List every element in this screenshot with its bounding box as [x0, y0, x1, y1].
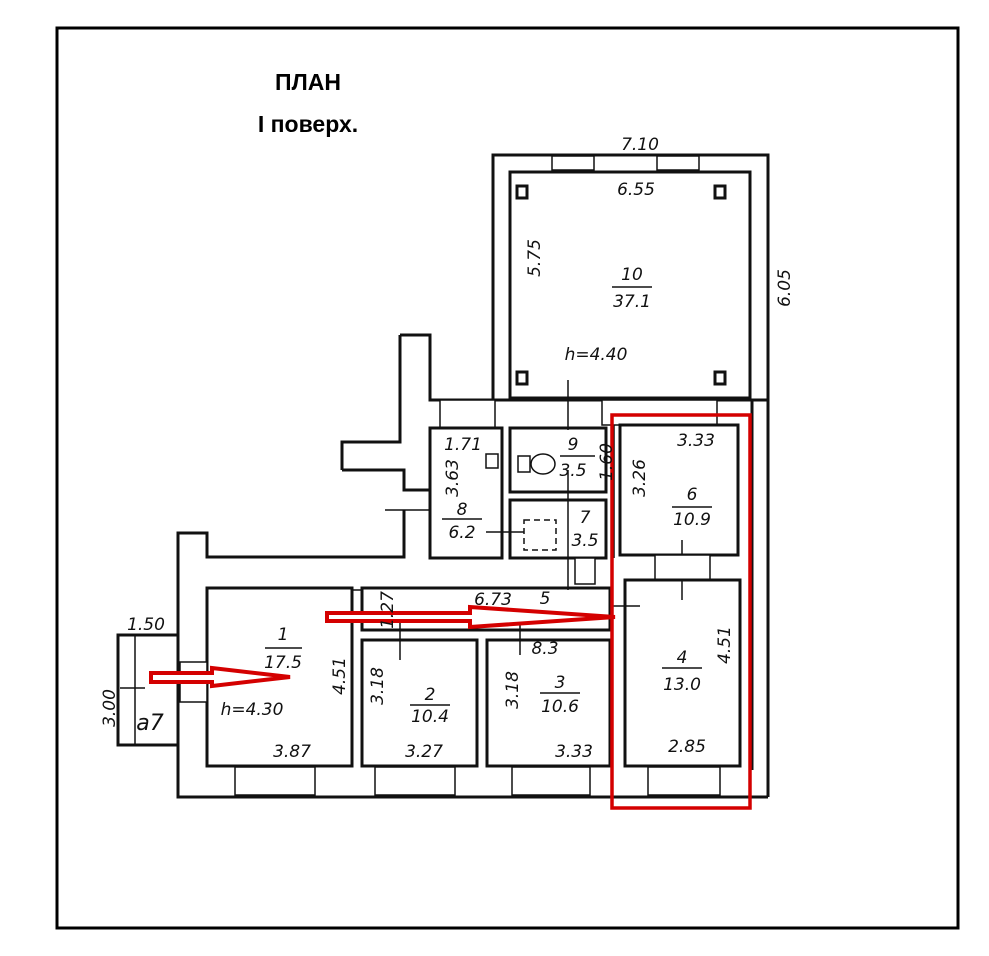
room-6-area: 10.9	[673, 510, 711, 530]
room-9-number: 9	[568, 435, 579, 455]
porch-a7	[116, 633, 178, 747]
room-10-height: h=4.40	[565, 345, 628, 365]
dim-r6-top: 3.33	[677, 431, 715, 451]
room-10-number: 10	[621, 265, 643, 285]
dim-r3-side: 3.18	[503, 671, 523, 709]
room-2-number: 2	[425, 685, 436, 705]
room-8-number: 8	[457, 500, 468, 520]
dimensions: 7.10 6.55 5.75 6.05 1.71 3.63 1.60 3.33 …	[100, 135, 795, 762]
left-wing-walls	[176, 333, 768, 799]
room-5-number: 5	[540, 589, 551, 609]
dim-r9-side: 1.60	[597, 443, 617, 481]
stove-icon	[485, 453, 499, 469]
room-8-area: 6.2	[448, 523, 475, 543]
room-4-area: 13.0	[663, 675, 701, 695]
page-frame	[55, 26, 960, 930]
middle-rooms-walls	[385, 423, 740, 600]
room-4-number: 4	[677, 648, 688, 668]
room-3-number: 3	[555, 673, 566, 693]
shaft-icon	[523, 519, 557, 551]
room-3-area: 10.6	[541, 697, 579, 717]
dim-right-outer: 6.05	[775, 269, 795, 307]
dim-porch-w: 1.50	[127, 615, 165, 635]
dim-r1-bottom: 3.87	[273, 742, 311, 762]
dim-top-inner: 6.55	[617, 180, 655, 200]
dim-corridor-w: 1.27	[378, 591, 398, 629]
dim-r2-bottom: 3.27	[405, 742, 443, 762]
highlight-rectangle	[610, 413, 752, 810]
dim-r1-side: 4.51	[330, 657, 350, 695]
dim-r8-top: 1.71	[444, 435, 482, 455]
lower-rooms-walls	[179, 578, 742, 796]
dim-r8-side: 3.63	[443, 459, 463, 497]
dim-left-10: 5.75	[525, 239, 545, 277]
room-9-area: 3.5	[559, 461, 586, 481]
room-6-number: 6	[687, 485, 698, 505]
dim-r3-bottom: 3.33	[555, 742, 593, 762]
room-labels: 1 17.5 h=4.30 2 10.4 3 10.6 4 13.0 5 8.3…	[136, 265, 712, 736]
dim-r2-side: 3.18	[368, 667, 388, 705]
plan-title: ПЛАН	[275, 69, 341, 95]
room-2-area: 10.4	[411, 707, 449, 727]
dim-corridor-len: 6.73	[474, 590, 512, 610]
dim-r6-side: 3.26	[630, 459, 650, 497]
toilet-icon	[517, 455, 531, 473]
room-1-area: 17.5	[264, 653, 302, 673]
dim-r4-side: 4.51	[715, 626, 735, 664]
dim-top-outer: 7.10	[621, 135, 659, 155]
room-7-area: 3.5	[571, 531, 598, 551]
dim-r4-bottom: 2.85	[668, 737, 706, 757]
room-1-height: h=4.30	[221, 700, 284, 720]
room-1-number: 1	[278, 625, 289, 645]
room-5-area: 8.3	[531, 639, 558, 659]
room-7-number: 7	[580, 508, 591, 528]
porch-label: a7	[136, 711, 163, 736]
room-10-area: 37.1	[613, 292, 651, 312]
corridor-arrow	[325, 604, 616, 630]
dim-porch-h: 3.00	[100, 689, 120, 727]
entry-arrow	[149, 665, 291, 689]
plan-subtitle: I поверх.	[258, 111, 358, 137]
